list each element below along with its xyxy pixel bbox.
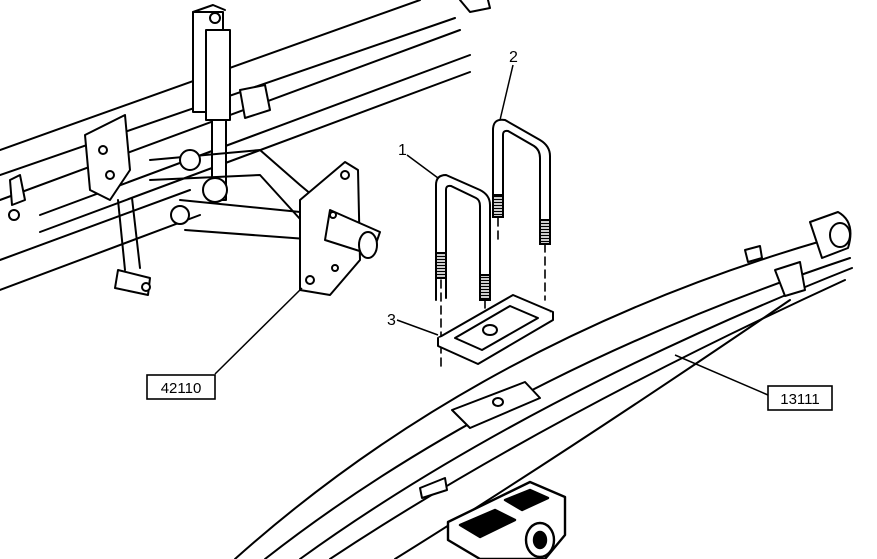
ref-label-13111: 13111 xyxy=(780,391,820,408)
callout-1: 1 xyxy=(398,142,407,159)
u-bolt-front xyxy=(435,173,491,369)
axle-frame-assembly xyxy=(0,0,491,296)
ref-box-42110 xyxy=(146,374,216,400)
leaf-spring xyxy=(234,211,853,559)
spring-seat-plate xyxy=(437,294,554,365)
leader-lines xyxy=(214,64,769,396)
lower-bracket xyxy=(446,480,567,559)
ref-label-42110: 42110 xyxy=(161,380,202,397)
u-bolt-rear xyxy=(492,118,551,301)
ref-box-13111 xyxy=(767,385,833,411)
callout-3: 3 xyxy=(387,312,396,329)
callout-2: 2 xyxy=(509,49,518,66)
